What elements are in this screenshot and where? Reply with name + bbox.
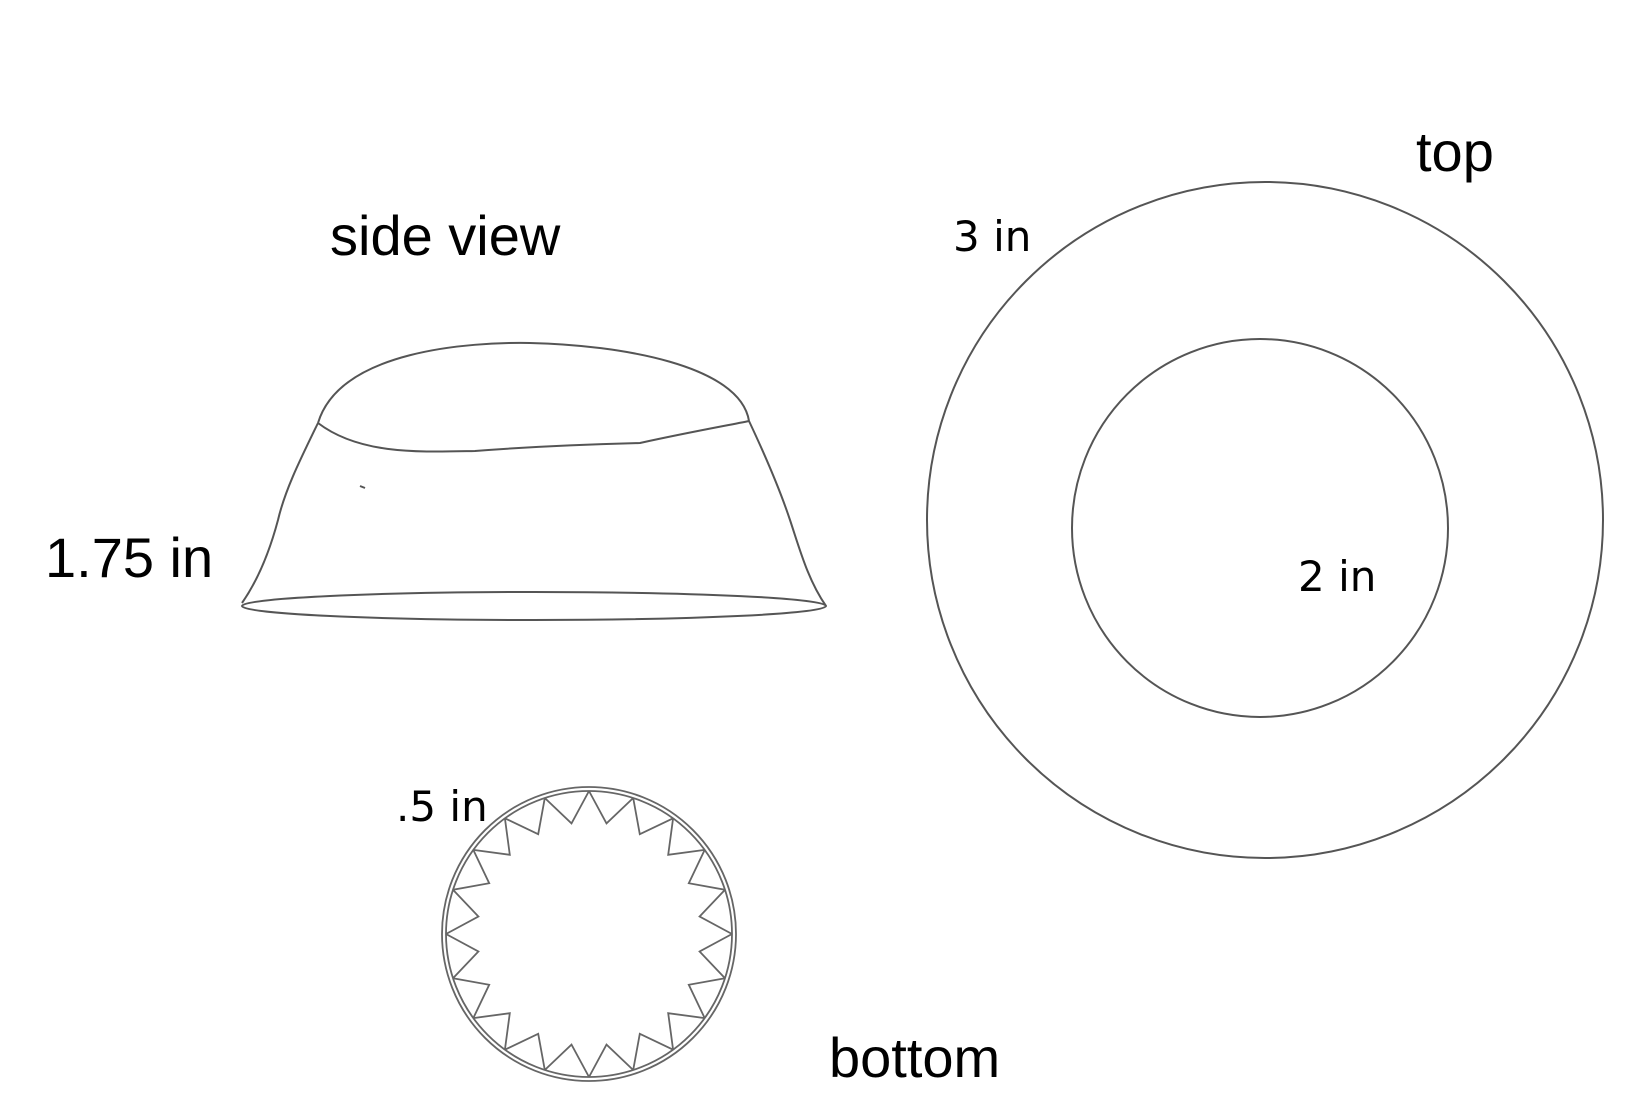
side-view-label: side view [330,204,561,267]
side-view-top-dome [317,341,750,424]
side-view-right-wall [748,420,827,607]
outer-diameter-label: 3 in [953,212,1032,261]
side-view-top-rim [317,420,750,453]
top-view [926,181,1604,859]
inner-diameter-label: 2 in [1298,552,1377,601]
bottom-diameter-label: .5 in [396,782,488,831]
top-view-inner-circle [1071,338,1449,718]
bottom-view-teeth [445,790,733,1078]
bottom-view-serrated-circle [441,786,737,1082]
side-view-stray-mark [359,485,366,489]
bottom-view-label: bottom [829,1026,1001,1089]
bottom-view-outer-ring [441,786,737,1082]
height-dimension-label: 1.75 in [45,526,214,589]
top-view-label: top [1416,120,1494,183]
side-view-bowl [241,341,827,621]
side-view-left-wall [241,422,319,604]
top-view-outer-circle [926,181,1604,859]
bottom-view-outer-ring-inner [445,790,733,1078]
side-view-base-ellipse [241,591,827,621]
